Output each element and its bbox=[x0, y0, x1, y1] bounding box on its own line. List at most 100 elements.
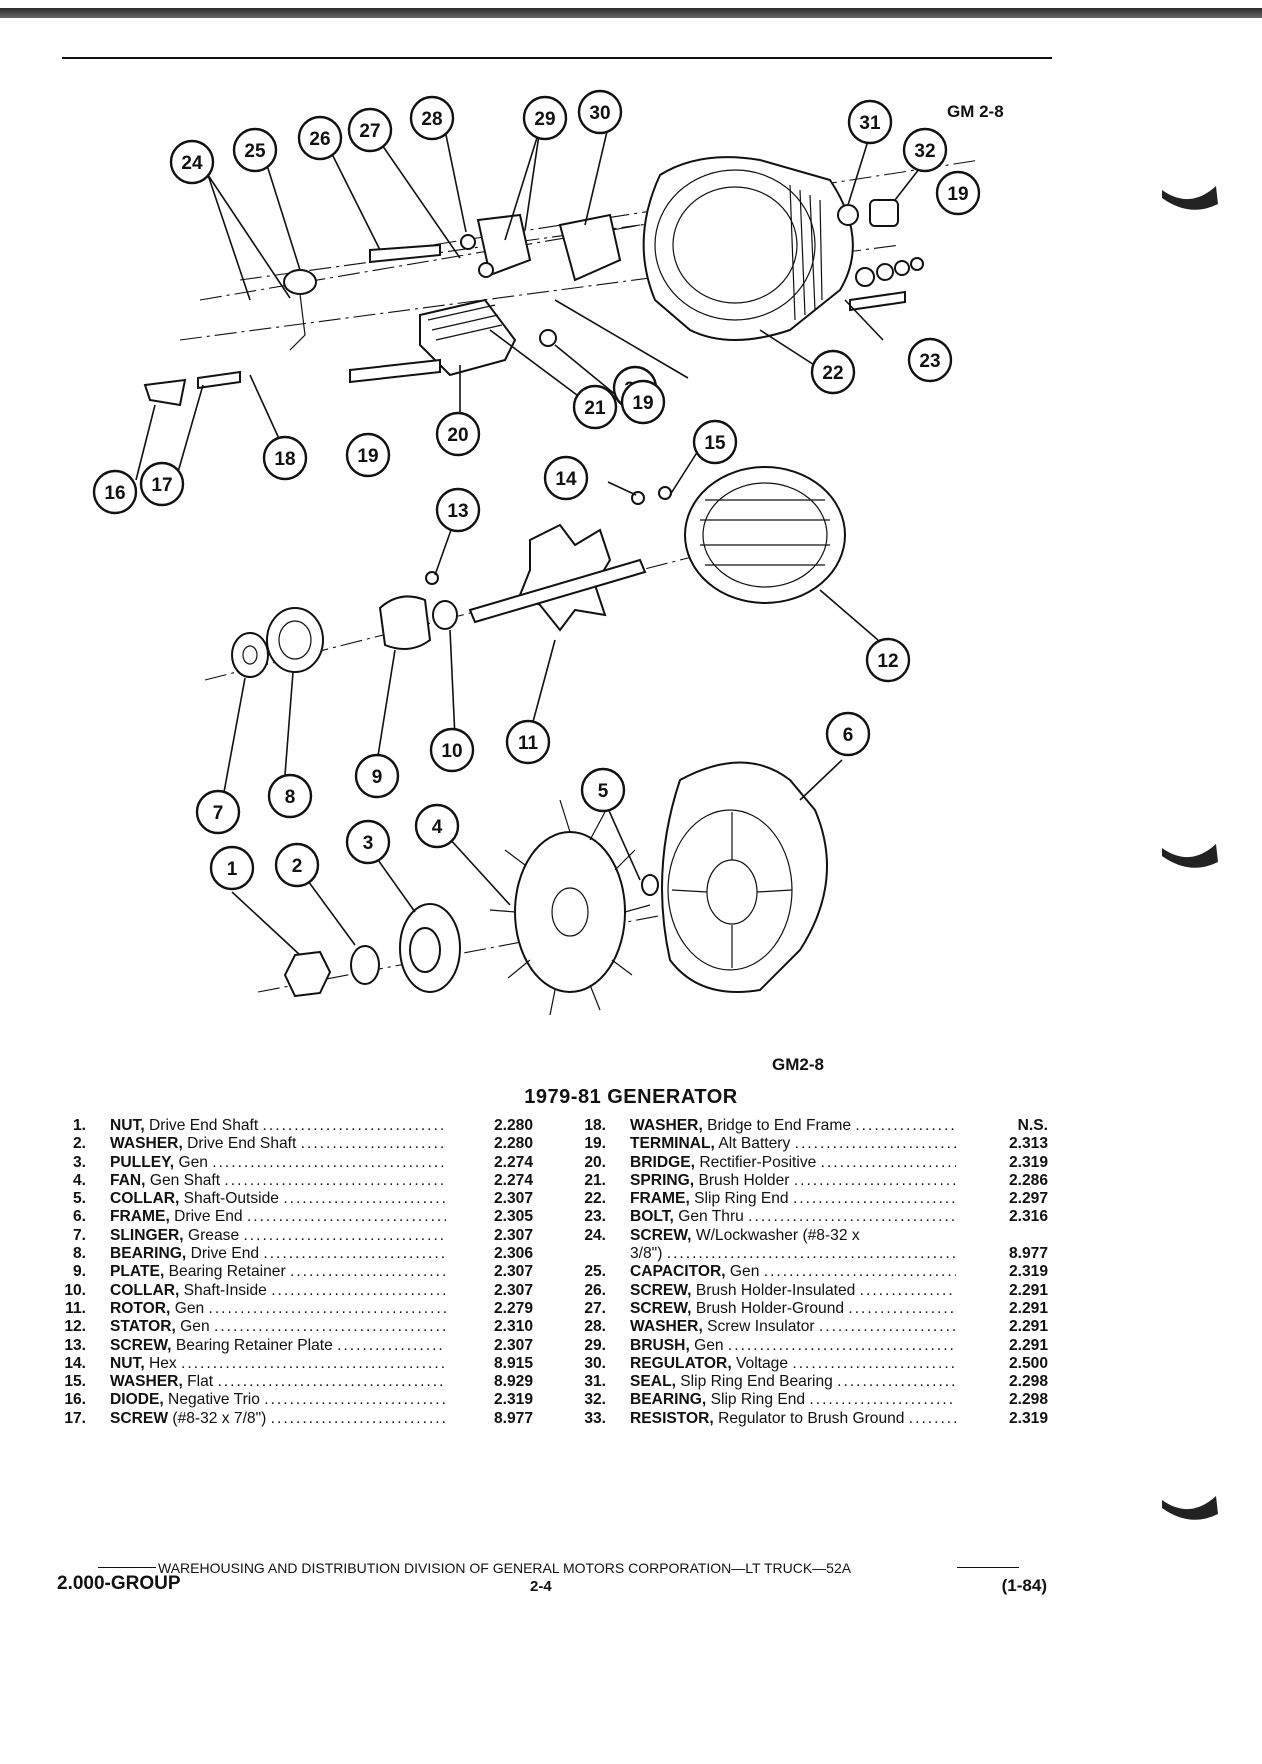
drive-shaft-nut bbox=[283, 950, 332, 998]
svg-text:10: 10 bbox=[441, 741, 462, 762]
part-number-index: 23. bbox=[584, 1208, 606, 1226]
part-description: WASHER, Drive End Shaft ................… bbox=[110, 1135, 446, 1153]
svg-text:18: 18 bbox=[274, 449, 295, 470]
catalog-group-number: 2.313 bbox=[1008, 1135, 1048, 1153]
parts-list-row: 10.COLLAR, Shaft-Inside ................… bbox=[52, 1282, 557, 1300]
diode-screw bbox=[197, 370, 241, 390]
callout-17: 17 bbox=[139, 461, 185, 507]
terminal-nut bbox=[894, 260, 910, 276]
part-number-index: 13. bbox=[64, 1336, 86, 1354]
callout-18: 18 bbox=[262, 435, 308, 481]
svg-text:15: 15 bbox=[704, 433, 726, 454]
catalog-group-number: 2.319 bbox=[1008, 1263, 1048, 1281]
part-description: WASHER, Flat ...........................… bbox=[110, 1373, 446, 1391]
footer-page-number: 2-4 bbox=[530, 1578, 552, 1595]
catalog-group-number: 2.291 bbox=[1008, 1299, 1048, 1317]
parts-list-row: 31.SEAL, Slip Ring End Bearing .........… bbox=[570, 1373, 1050, 1391]
svg-text:16: 16 bbox=[104, 483, 125, 504]
svg-text:32: 32 bbox=[914, 141, 935, 162]
rectifier-bridge bbox=[419, 298, 517, 377]
callout-7: 7 bbox=[195, 789, 241, 835]
parts-list-row: 3.PULLEY, Gen ..........................… bbox=[52, 1154, 557, 1172]
binder-mark-bottom bbox=[1162, 1496, 1218, 1520]
parts-list-right: 18. WASHER, Bridge to End Frame .........… bbox=[570, 1117, 1050, 1428]
part-number-index: 24. bbox=[584, 1226, 606, 1244]
parts-list-row: 30. REGULATOR, Voltage ..................… bbox=[570, 1355, 1050, 1373]
parts-list-row: 23. BOLT, Gen Thru ......................… bbox=[570, 1208, 1050, 1226]
svg-text:12: 12 bbox=[877, 651, 898, 672]
footer-rule-right bbox=[957, 1567, 1019, 1568]
drive-end-bearing bbox=[266, 607, 324, 673]
catalog-group-number: 2.291 bbox=[1008, 1281, 1048, 1299]
callout-21: 21 bbox=[572, 384, 618, 430]
gen-shaft-fan bbox=[489, 799, 651, 1016]
part-number-index: 3. bbox=[72, 1153, 86, 1171]
part-description: REGULATOR, Voltage .....................… bbox=[630, 1354, 956, 1372]
svg-text:30: 30 bbox=[589, 103, 610, 124]
parts-list-row: 24.SCREW, W/Lockwasher (#8-32 x bbox=[570, 1227, 1050, 1245]
part-description: BEARING, Slip Ring End .................… bbox=[630, 1391, 956, 1409]
callout-6: 6 bbox=[825, 711, 871, 757]
callout-32: 32 bbox=[902, 127, 948, 173]
part-description: SCREW, Brush Holder-Insulated ..........… bbox=[630, 1281, 956, 1299]
part-number-index: 11. bbox=[65, 1299, 86, 1317]
parts-list-row: 29.BRUSH, Gen ..........................… bbox=[570, 1337, 1050, 1355]
footer-rule-left bbox=[98, 1567, 156, 1568]
catalog-group-number: 2.310 bbox=[493, 1318, 533, 1336]
catalog-group-number: 2.319 bbox=[493, 1391, 533, 1409]
part-description: RESISTOR, Regulator to Brush Ground ....… bbox=[630, 1409, 956, 1427]
part-description: NUT, Hex ...............................… bbox=[110, 1354, 446, 1372]
part-number-index: 8. bbox=[72, 1245, 86, 1263]
svg-text:13: 13 bbox=[447, 501, 468, 522]
part-number-index: 18. bbox=[584, 1117, 606, 1134]
callout-16: 16 bbox=[92, 469, 138, 515]
parts-list-row: 28.WASHER, Screw Insulator .............… bbox=[570, 1318, 1050, 1336]
svg-text:2: 2 bbox=[292, 856, 303, 877]
part-number-index: 1. bbox=[72, 1117, 86, 1134]
part-description: TERMINAL, Alt Battery ..................… bbox=[630, 1135, 956, 1153]
catalog-group-number: 8.977 bbox=[1008, 1245, 1048, 1263]
svg-text:6: 6 bbox=[843, 725, 854, 746]
callout-14: 14 bbox=[543, 455, 589, 501]
catalog-group-number: 2.500 bbox=[1008, 1354, 1048, 1372]
svg-text:19: 19 bbox=[357, 446, 378, 467]
part-number-index: 19. bbox=[584, 1135, 606, 1153]
catalog-group-number: 2.307 bbox=[493, 1336, 533, 1354]
parts-list-row: 11.ROTOR, Gen ..........................… bbox=[52, 1300, 557, 1318]
slip-ring-bearing bbox=[869, 199, 899, 227]
part-number-index: 22. bbox=[584, 1190, 606, 1208]
catalog-group-number: 8.977 bbox=[493, 1409, 533, 1427]
svg-text:20: 20 bbox=[447, 425, 468, 446]
part-description: BOLT, Gen Thru .........................… bbox=[630, 1208, 956, 1226]
callout-28: 28 bbox=[409, 95, 455, 141]
parts-list-row: 26.SCREW, Brush Holder-Insulated .......… bbox=[570, 1282, 1050, 1300]
svg-text:31: 31 bbox=[859, 113, 881, 134]
part-description: CAPACITOR, Gen .........................… bbox=[630, 1263, 956, 1281]
catalog-group-number: 8.915 bbox=[493, 1354, 533, 1372]
drive-end-frame bbox=[661, 761, 828, 993]
part-description: WASHER, Bridge to End Frame ............… bbox=[630, 1117, 956, 1134]
part-description: 3/8") ..................................… bbox=[630, 1245, 956, 1263]
callout-30: 30 bbox=[577, 89, 623, 135]
part-description: STATOR, Gen ............................… bbox=[110, 1318, 446, 1336]
bearing-retainer-plate bbox=[378, 595, 432, 650]
washer-19 bbox=[539, 329, 557, 347]
callout-27: 27 bbox=[347, 107, 393, 153]
parts-list-row: 21.SPRING, Brush Holder ................… bbox=[570, 1172, 1050, 1190]
callout-19: 19 bbox=[345, 432, 391, 478]
catalog-group-number: 2.274 bbox=[493, 1153, 533, 1171]
part-description: SLINGER, Grease ........................… bbox=[110, 1226, 446, 1244]
part-number-index: 33. bbox=[584, 1409, 606, 1427]
terminal-screw bbox=[349, 358, 441, 384]
part-description: FRAME, Slip Ring End ...................… bbox=[630, 1190, 956, 1208]
callout-2: 2 bbox=[274, 842, 320, 888]
part-number-index: 30. bbox=[584, 1354, 606, 1372]
catalog-group-number: 2.305 bbox=[493, 1208, 533, 1226]
parts-list-row: 17.SCREW (#8-32 x 7/8") ................… bbox=[52, 1410, 557, 1428]
pulley bbox=[399, 903, 461, 993]
parts-list-row: 32.BEARING, Slip Ring End ..............… bbox=[570, 1391, 1050, 1409]
figure-code-bottom: GM2-8 bbox=[772, 1055, 824, 1074]
brush-holder bbox=[476, 213, 532, 277]
catalog-group-number: 2.274 bbox=[493, 1171, 533, 1189]
svg-text:14: 14 bbox=[555, 469, 577, 490]
